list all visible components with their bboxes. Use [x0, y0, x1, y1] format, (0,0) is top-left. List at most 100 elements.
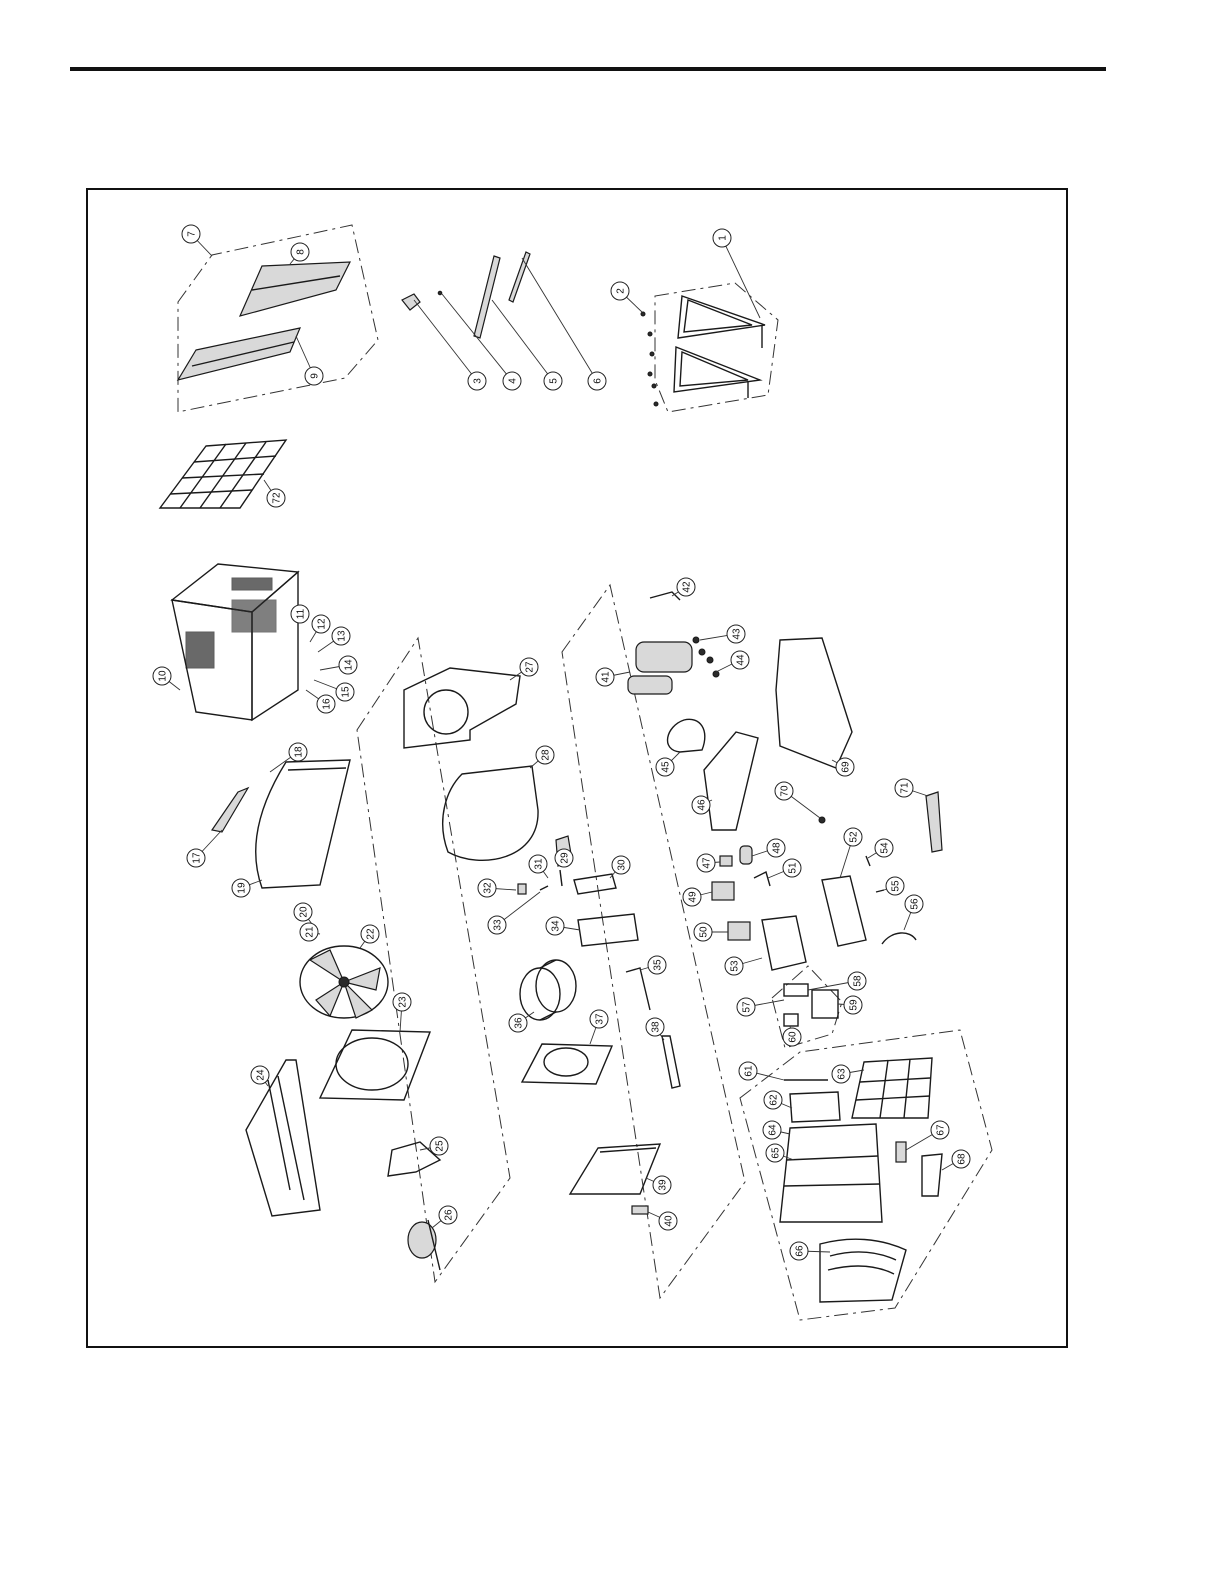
callout-22: 22 — [361, 925, 379, 943]
callout-24: 24 — [251, 1066, 269, 1084]
curtain-panel-part-9 — [178, 328, 300, 380]
callout-number-48: 48 — [772, 842, 783, 854]
callout-56: 56 — [905, 895, 923, 913]
part-71 — [926, 792, 942, 852]
screw-part-4 — [438, 291, 442, 295]
part-67 — [896, 1142, 906, 1162]
bracket-part-17 — [212, 788, 248, 832]
callout-number-13: 13 — [337, 630, 348, 642]
front-grille-part-65 — [780, 1124, 882, 1222]
callout-number-70: 70 — [780, 785, 791, 797]
callout-number-25: 25 — [435, 1140, 446, 1152]
callout-number-6: 6 — [593, 378, 604, 384]
callout-number-31: 31 — [534, 858, 545, 870]
callout-number-47: 47 — [702, 857, 713, 869]
callout-71: 71 — [895, 779, 913, 797]
callout-28: 28 — [536, 746, 554, 764]
callout-2: 2 — [611, 282, 629, 300]
parts-43-44 — [693, 637, 719, 677]
part-50 — [728, 922, 750, 940]
callout-41: 41 — [596, 668, 614, 686]
callout-15: 15 — [336, 683, 354, 701]
callout-number-60: 60 — [788, 1031, 799, 1043]
callout-number-63: 63 — [837, 1068, 848, 1080]
callout-66: 66 — [790, 1242, 808, 1260]
wire-part-56 — [882, 933, 916, 944]
frame-part-46 — [704, 732, 758, 830]
callout-50: 50 — [694, 923, 712, 941]
callout-6: 6 — [588, 372, 606, 390]
part-33 — [540, 886, 548, 890]
callout-number-21: 21 — [305, 926, 316, 938]
callout-38: 38 — [646, 1018, 664, 1036]
callout-number-33: 33 — [493, 919, 504, 931]
callout-number-43: 43 — [732, 628, 743, 640]
callout-35: 35 — [648, 956, 666, 974]
capillary-part-45 — [668, 719, 705, 752]
callout-number-8: 8 — [296, 249, 307, 255]
curtain-panel-part-8 — [240, 262, 350, 316]
seal-strip-part-6 — [509, 252, 530, 302]
callout-51: 51 — [783, 859, 801, 877]
callout-number-52: 52 — [849, 831, 860, 843]
callout-14: 14 — [339, 656, 357, 674]
callout-number-61: 61 — [744, 1065, 755, 1077]
callout-number-42: 42 — [682, 581, 693, 593]
callout-number-2: 2 — [616, 288, 627, 294]
callout-8: 8 — [291, 243, 309, 261]
callout-number-59: 59 — [849, 999, 860, 1011]
callout-number-62: 62 — [769, 1094, 780, 1106]
seal-strip-part-5 — [474, 256, 500, 338]
panel-part-69 — [776, 638, 852, 768]
part-53 — [762, 916, 806, 970]
group-outline-curtain — [178, 225, 378, 412]
part-38 — [662, 1036, 680, 1088]
bracket-part-3 — [402, 294, 420, 310]
callout-number-72: 72 — [272, 492, 283, 504]
callout-40: 40 — [659, 1212, 677, 1230]
callout-58: 58 — [848, 972, 866, 990]
part-55 — [876, 890, 884, 892]
callout-number-9: 9 — [310, 373, 321, 379]
callout-12: 12 — [312, 615, 330, 633]
callout-number-18: 18 — [294, 746, 305, 758]
callout-number-41: 41 — [601, 671, 612, 683]
callout-number-27: 27 — [525, 661, 536, 673]
part-34 — [578, 914, 638, 946]
front-cover-part-66 — [820, 1239, 906, 1302]
callout-number-19: 19 — [237, 882, 248, 894]
callout-number-16: 16 — [322, 698, 333, 710]
leader-line-5 — [492, 300, 553, 381]
callout-number-40: 40 — [664, 1215, 675, 1227]
callout-number-5: 5 — [549, 378, 560, 384]
callout-46: 46 — [692, 796, 710, 814]
callout-number-7: 7 — [187, 231, 198, 237]
callout-19: 19 — [232, 879, 250, 897]
callout-number-65: 65 — [771, 1147, 782, 1159]
callout-30: 30 — [612, 856, 630, 874]
callout-number-54: 54 — [880, 842, 891, 854]
callout-number-44: 44 — [736, 654, 747, 666]
callout-36: 36 — [509, 1014, 527, 1032]
shroud-part-23 — [320, 1030, 430, 1100]
callout-63: 63 — [832, 1065, 850, 1083]
cabinet-part-10 — [172, 564, 298, 720]
callout-9: 9 — [305, 367, 323, 385]
part-47 — [720, 856, 732, 866]
callout-number-23: 23 — [398, 996, 409, 1008]
callout-number-58: 58 — [853, 975, 864, 987]
part-58 — [784, 984, 808, 996]
callout-number-55: 55 — [891, 880, 902, 892]
callout-number-15: 15 — [341, 686, 352, 698]
motor-part-26 — [408, 1220, 440, 1270]
callout-39: 39 — [653, 1176, 671, 1194]
callout-57: 57 — [737, 998, 755, 1016]
part-30 — [574, 874, 616, 894]
compressor-part-41 — [628, 592, 692, 694]
callout-number-35: 35 — [653, 959, 664, 971]
callout-68: 68 — [952, 1150, 970, 1168]
group-outline-front-panel — [740, 1030, 992, 1320]
callout-16: 16 — [317, 695, 335, 713]
callout-43: 43 — [727, 625, 745, 643]
